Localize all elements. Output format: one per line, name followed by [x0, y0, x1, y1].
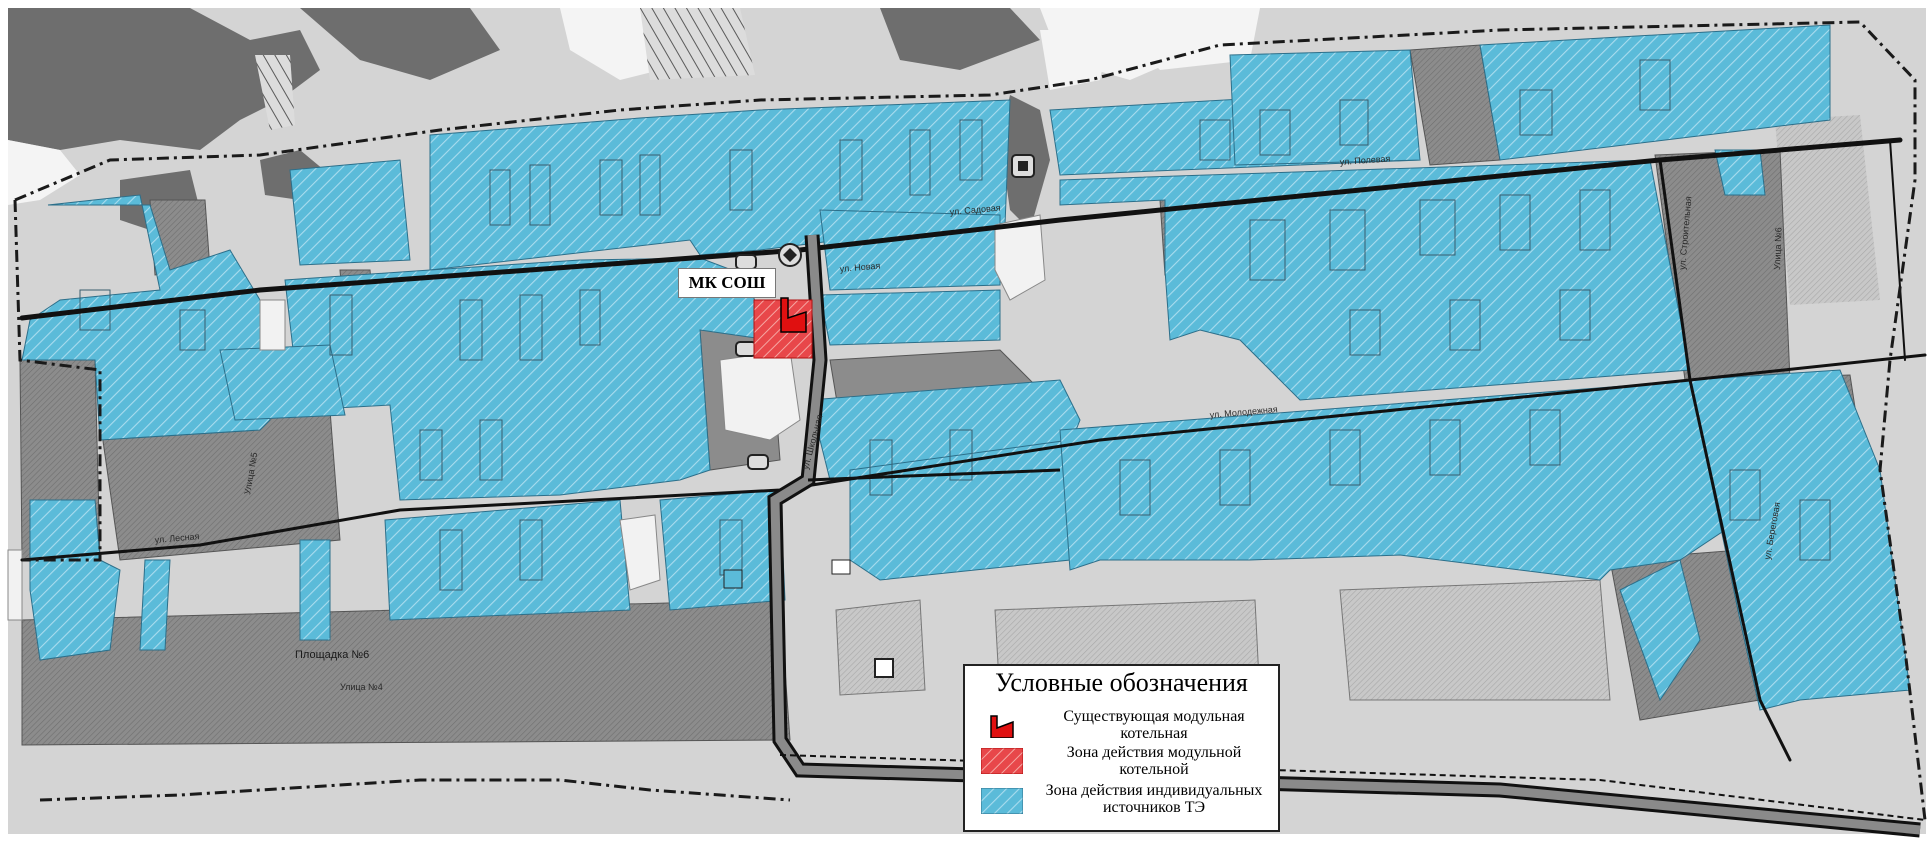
- street-label: ул. Полевая: [1339, 153, 1390, 167]
- street-label: ул. Лесная: [154, 531, 200, 545]
- street-label: ул. Садовая: [949, 203, 1001, 217]
- road-central: [767, 234, 1921, 838]
- open-area: [7, 214, 1046, 621]
- settlement-boundary: [39, 778, 791, 802]
- legend-label: Зона действия индивидуальных источников …: [1045, 782, 1263, 816]
- blue-hatch-swatch: [981, 788, 1023, 814]
- settlement-boundary: [13, 199, 102, 562]
- map-legend: Условные обозначения Существующая модуль…: [963, 664, 1280, 832]
- individual-heat-zone[interactable]: [21, 24, 1911, 711]
- boiler-icon: [990, 715, 1014, 738]
- site-label: Площадка №6: [295, 649, 369, 661]
- legend-label: Зона действия модульной котельной: [1066, 744, 1242, 778]
- map-icons: [723, 154, 1035, 678]
- hatched-area: [640, 8, 755, 80]
- red-hatch-swatch: [981, 748, 1023, 774]
- street-label: Улица №6: [1772, 227, 1783, 270]
- legend-title: Условные обозначения: [995, 668, 1248, 697]
- street-label: ул. Новая: [839, 260, 880, 274]
- settlement-boundary: [14, 20, 1927, 821]
- boiler-icon[interactable]: [780, 297, 807, 333]
- legend-label: Существующая модульная котельная: [1063, 708, 1245, 742]
- school-label: МК СОШ: [678, 268, 776, 298]
- main-streets: [19, 137, 1927, 762]
- hatched-area: [255, 55, 295, 130]
- building-outlines: [79, 59, 1831, 591]
- street-label: Улица №4: [340, 682, 383, 692]
